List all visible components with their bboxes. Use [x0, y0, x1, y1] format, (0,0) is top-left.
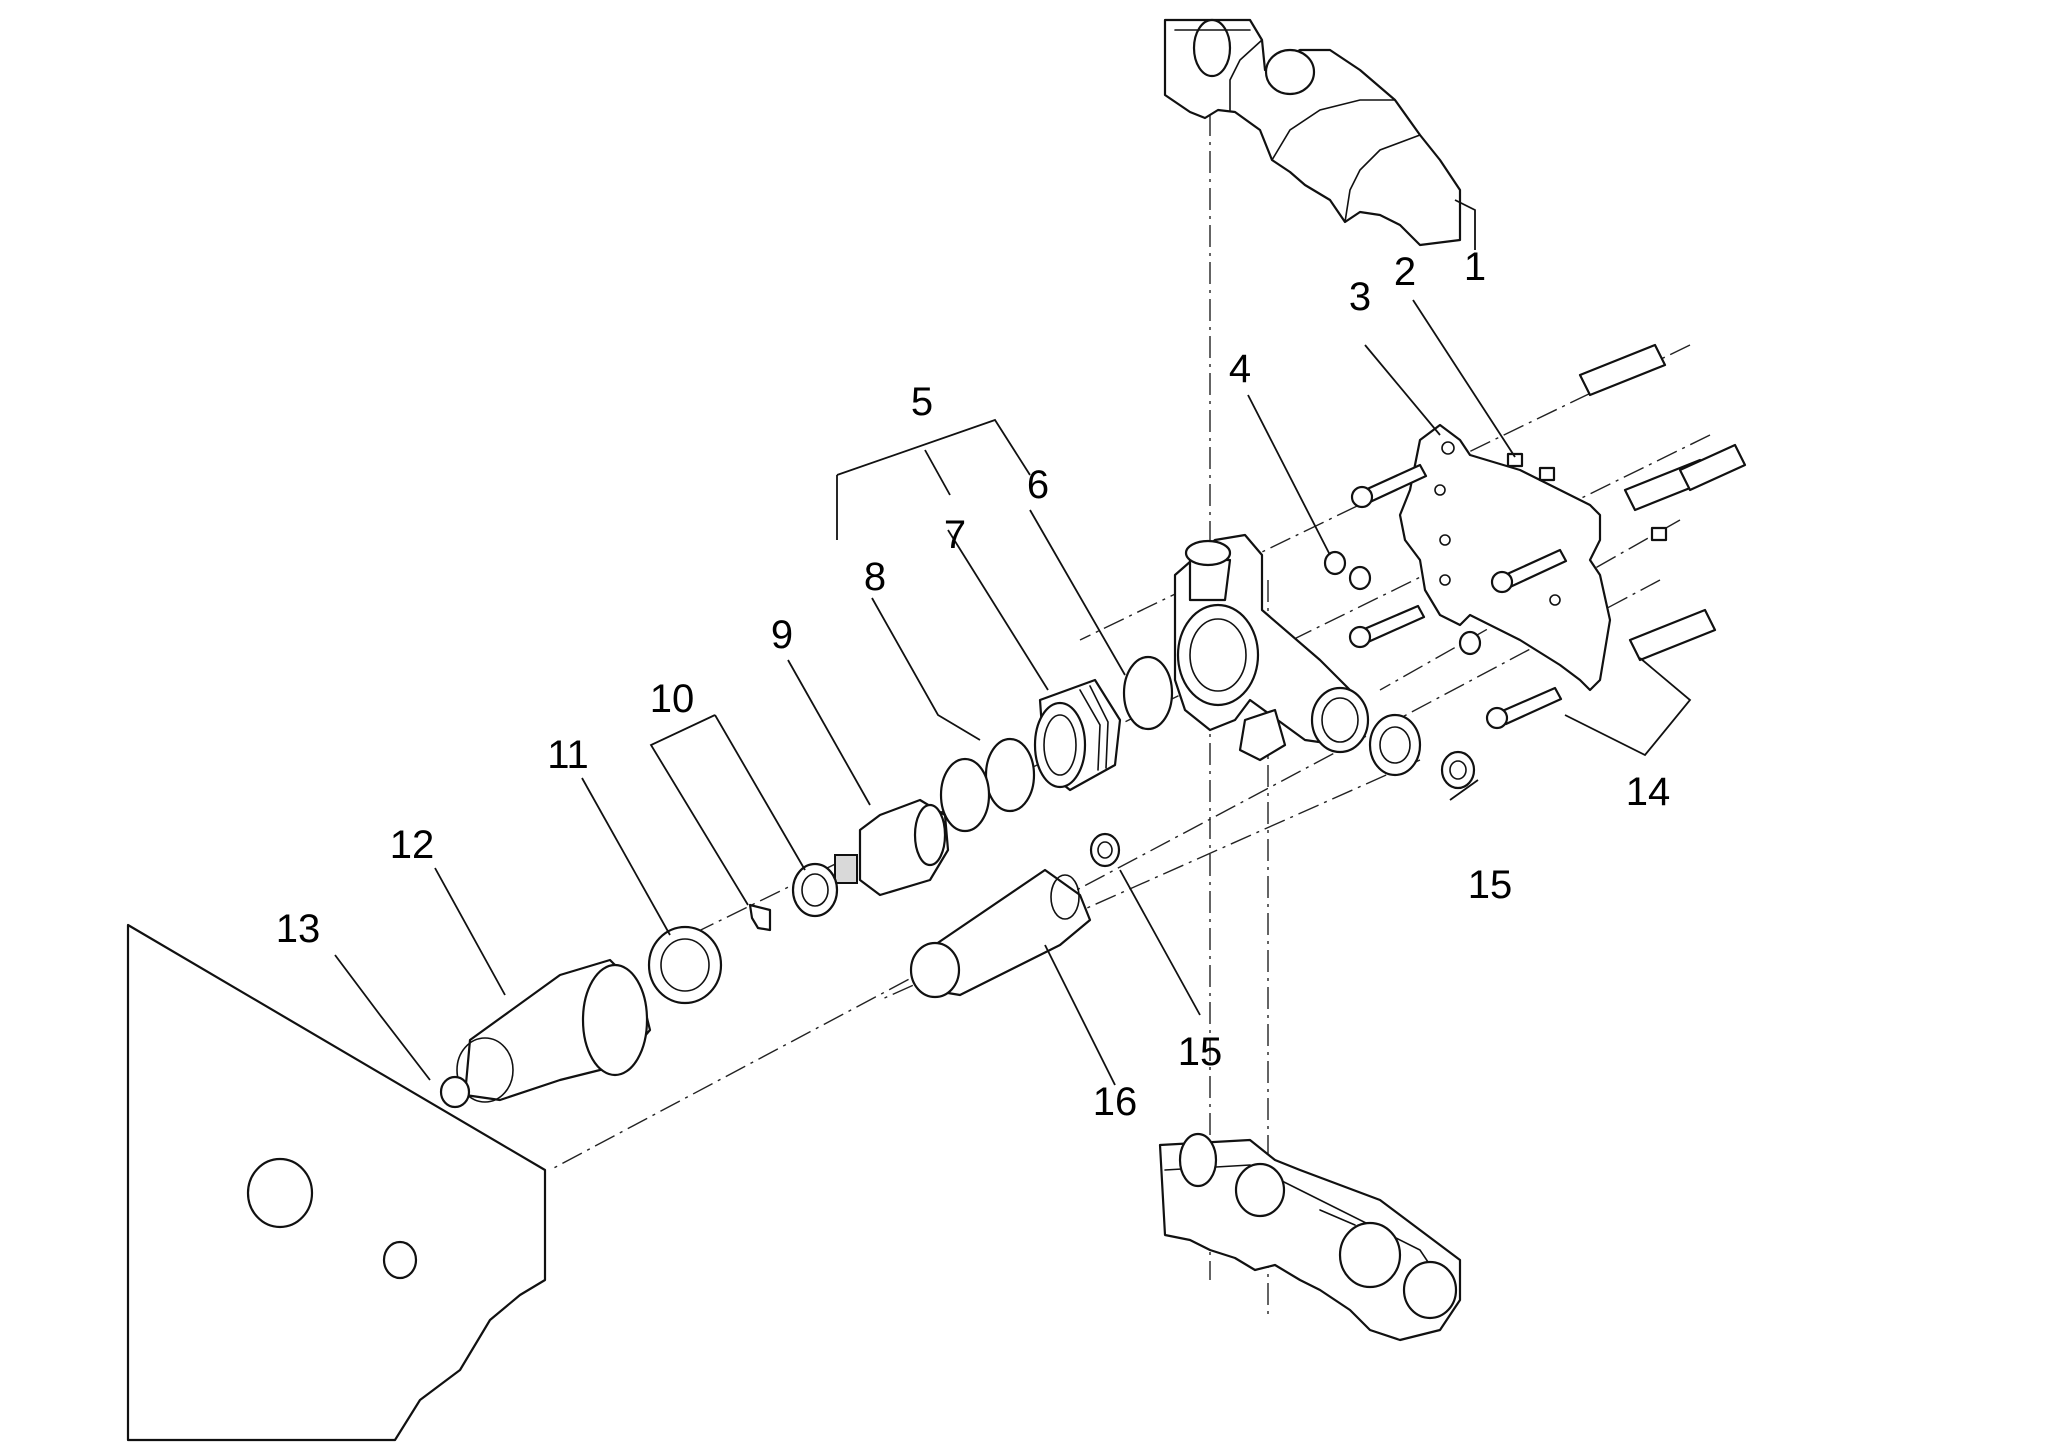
- callout-6: 6: [1027, 463, 1049, 507]
- callout-11: 11: [547, 733, 589, 777]
- extension-cylinder: [909, 868, 1092, 999]
- callout-8: 8: [864, 555, 886, 599]
- bezel-ring: [647, 925, 723, 1005]
- callout-13: 13: [276, 907, 321, 951]
- callout-5: 5: [911, 380, 933, 424]
- wall-panel: [126, 923, 547, 1442]
- callout-15-lower: 15: [1178, 1030, 1223, 1074]
- o-rings-pair: [939, 737, 1036, 833]
- cartridge: [834, 798, 950, 897]
- callout-12: 12: [390, 823, 435, 867]
- callout-labels: 1 2 3 4 5 6 7 8 9 10 11 12 13 14 15 15 1…: [276, 245, 1671, 1124]
- washers: [1323, 550, 1482, 656]
- callout-2: 2: [1394, 250, 1416, 294]
- callout-3: 3: [1349, 275, 1371, 319]
- lower-mounting-block: [1158, 1132, 1462, 1342]
- callout-16: 16: [1093, 1080, 1138, 1124]
- small-screws: [1506, 452, 1668, 542]
- threaded-sleeve: [1033, 678, 1122, 792]
- upper-mounting-block: [1163, 18, 1462, 247]
- retaining-ring-and-clip: [748, 862, 839, 932]
- callout-4: 4: [1229, 347, 1251, 391]
- plugs: [1089, 750, 1476, 868]
- callout-9: 9: [771, 613, 793, 657]
- callout-1: 1: [1464, 245, 1486, 289]
- mounting-plate: [1398, 423, 1612, 692]
- callout-15-upper: 15: [1468, 863, 1513, 907]
- valve-body: [1173, 533, 1422, 777]
- wall-plugs-and-screws: [1348, 343, 1747, 730]
- callout-14: 14: [1626, 770, 1671, 814]
- leader-lines: [334, 199, 1692, 1086]
- o-ring: [1122, 655, 1174, 731]
- handle: [439, 958, 652, 1109]
- callout-10: 10: [650, 677, 695, 721]
- callout-7: 7: [944, 513, 966, 557]
